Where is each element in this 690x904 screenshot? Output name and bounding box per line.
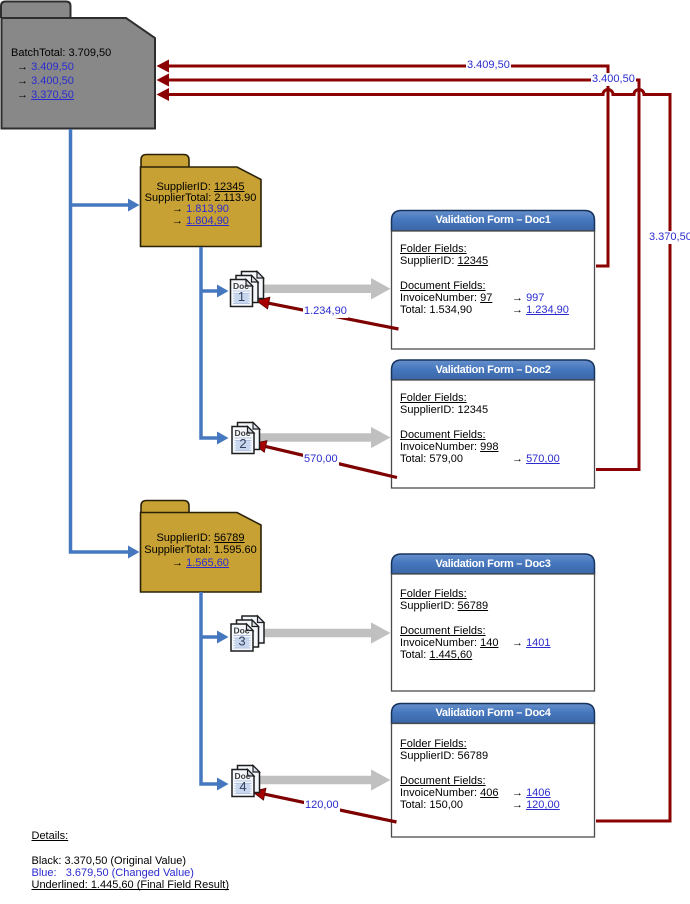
svg-text:1: 1 xyxy=(238,289,245,304)
svg-text:Doc: Doc xyxy=(233,281,249,291)
svg-text:2: 2 xyxy=(239,436,246,451)
svg-text:3: 3 xyxy=(238,634,245,649)
svg-text:4: 4 xyxy=(239,779,246,794)
svg-text:Doc: Doc xyxy=(234,428,250,438)
svg-text:Doc: Doc xyxy=(233,626,249,636)
svg-text:Doc: Doc xyxy=(234,771,250,781)
